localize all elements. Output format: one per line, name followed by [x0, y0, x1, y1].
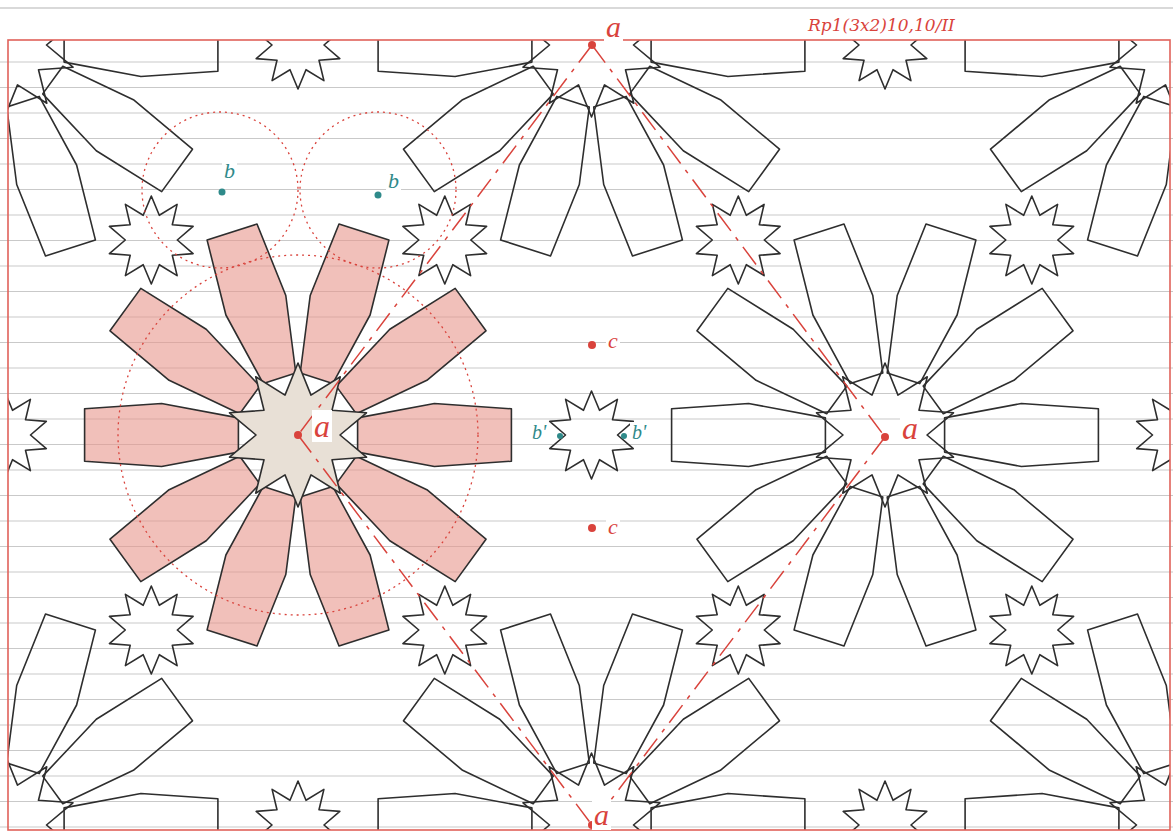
paper-ruling	[0, 62, 1173, 827]
top-edge	[0, 7, 1173, 9]
border-frame	[8, 40, 1170, 830]
pattern-code: Rp1(3x2)10,10/II	[806, 16, 957, 35]
star-pattern	[8, 40, 1170, 830]
point-label: a	[592, 800, 611, 830]
point-label: b'	[530, 422, 548, 442]
lattice-lines	[298, 45, 885, 825]
point-label: a	[604, 12, 623, 42]
point-label: b	[386, 170, 401, 192]
point-label: c	[606, 330, 620, 352]
point-label: a	[312, 410, 332, 442]
point-label: c	[606, 516, 620, 538]
point-label: b	[222, 160, 237, 182]
point-label: b'	[630, 422, 648, 442]
points	[219, 41, 890, 829]
point-label: a	[900, 412, 920, 444]
construction-circles	[118, 112, 478, 615]
